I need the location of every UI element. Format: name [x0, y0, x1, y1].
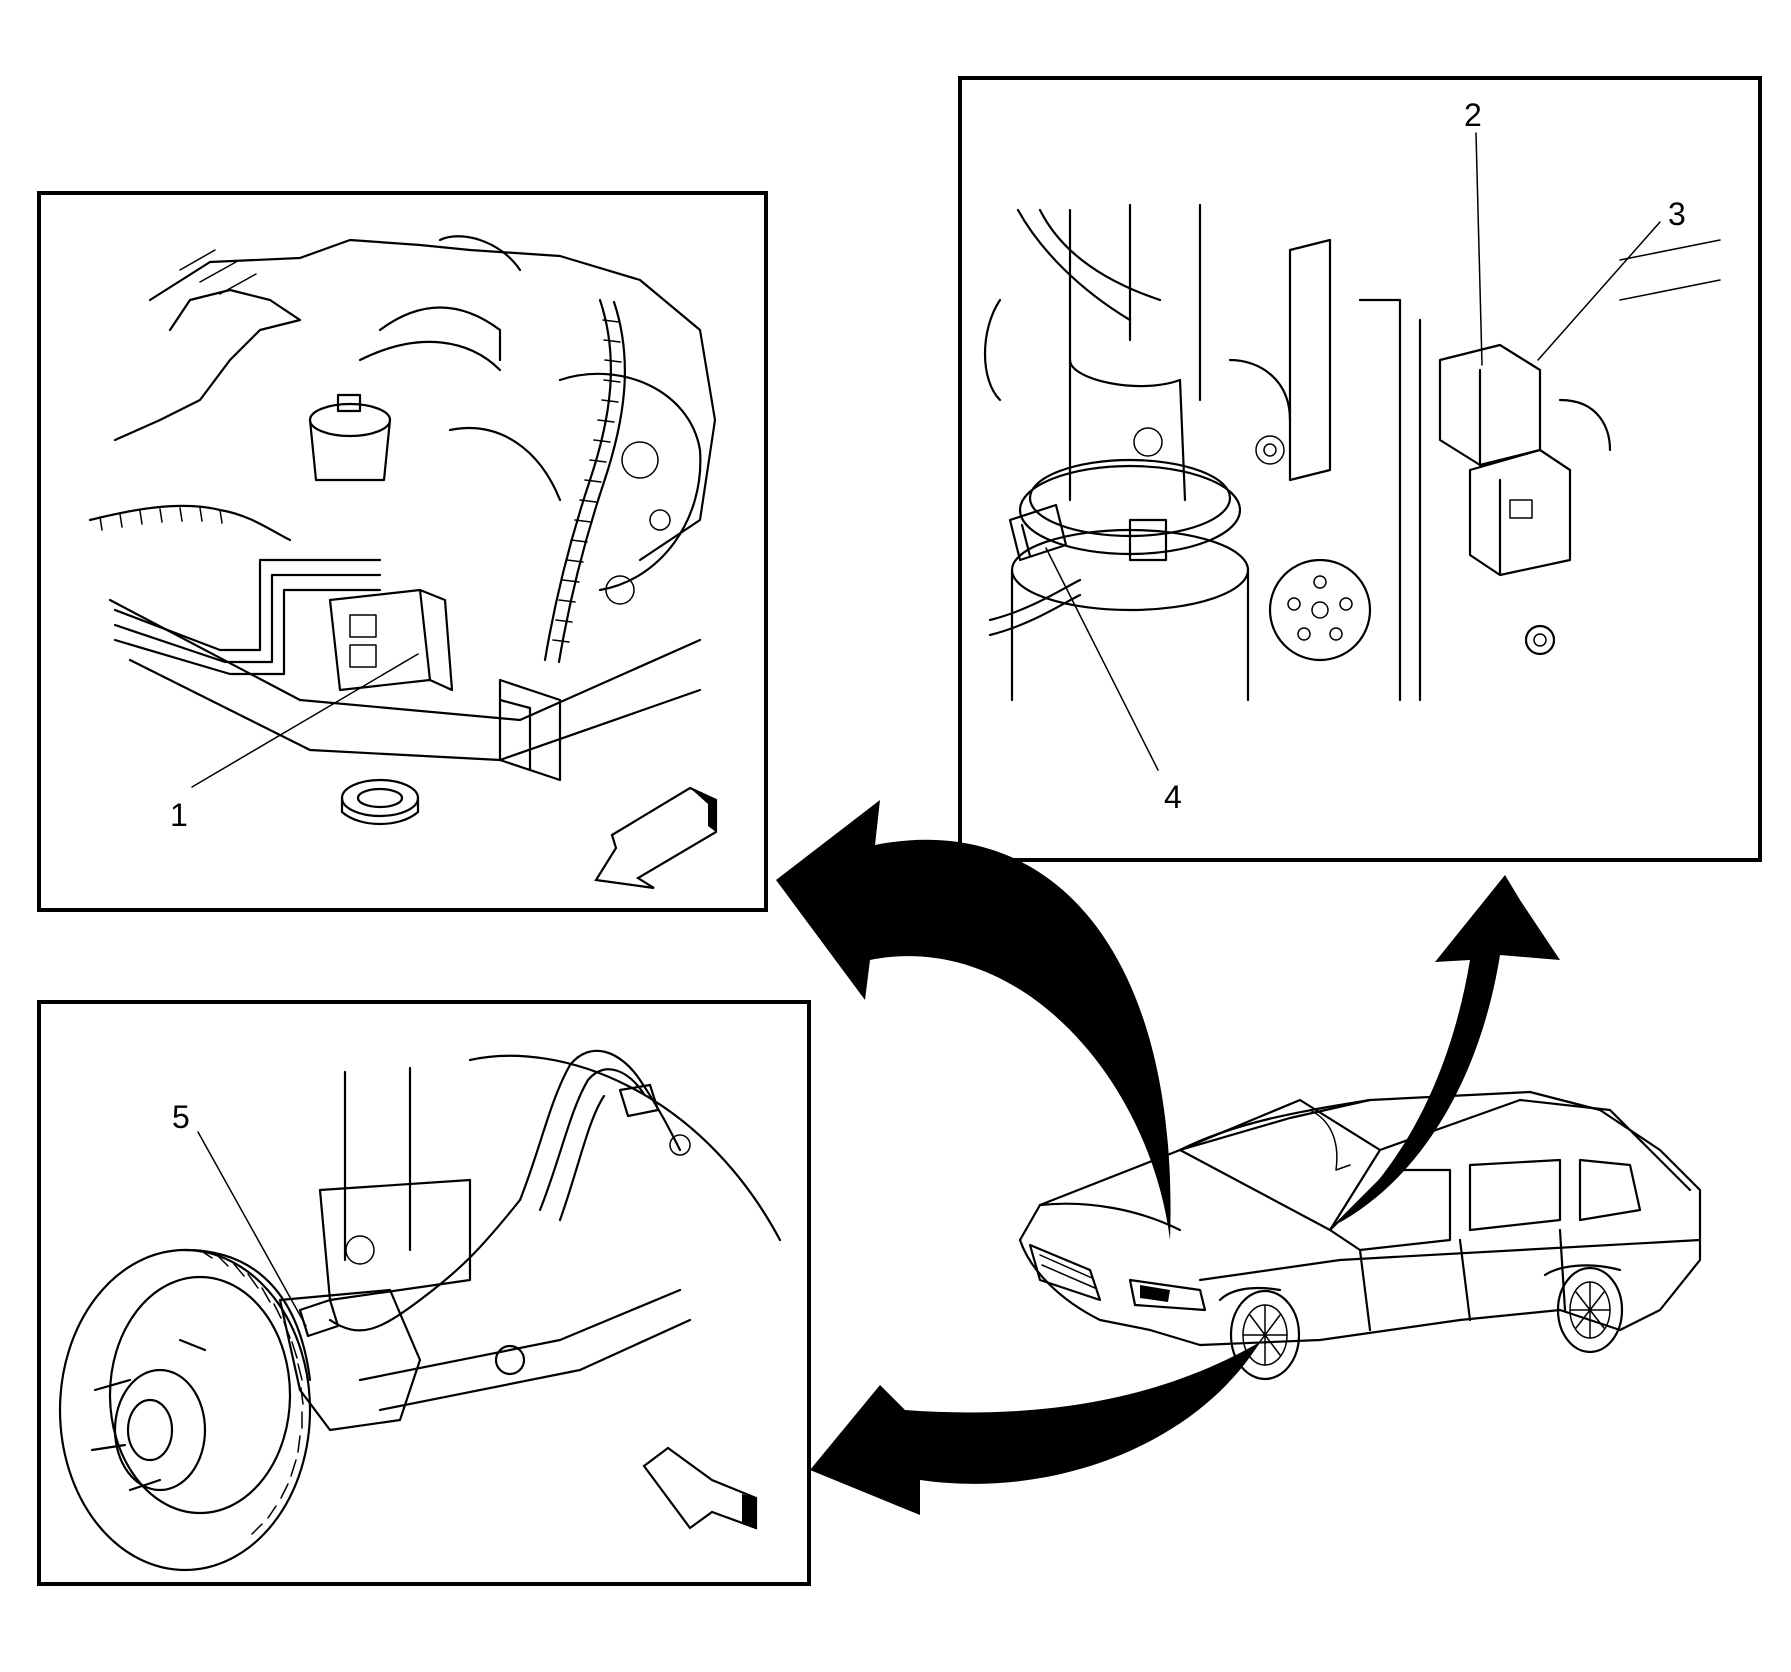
callout-5-label: 5 — [172, 1099, 190, 1135]
arrow-to-steering-panel-icon — [1335, 875, 1560, 1225]
vehicle-locator-drawing — [1018, 1090, 1702, 1381]
engine-assembly-drawing — [88, 235, 717, 826]
engine-compartment-panel: 1 — [37, 191, 768, 912]
pointer-arrows — [776, 800, 1560, 1515]
view-direction-arrow-icon — [642, 1446, 758, 1530]
arrow-to-wheel-panel-icon — [810, 1342, 1260, 1515]
callout-4-label: 4 — [1164, 779, 1182, 815]
steering-column-drawing — [984, 132, 1721, 771]
arrow-to-engine-panel-icon — [776, 800, 1171, 1240]
callout-2-label: 2 — [1464, 97, 1482, 133]
steering-column-panel: 2 3 4 — [958, 76, 1762, 862]
callout-3-label: 3 — [1668, 196, 1686, 232]
wheel-hub-brake-drawing — [58, 1049, 782, 1572]
front-wheel-brake-panel: 5 — [37, 1000, 811, 1586]
view-direction-arrow-icon — [594, 786, 718, 890]
callout-1-label: 1 — [170, 797, 188, 833]
